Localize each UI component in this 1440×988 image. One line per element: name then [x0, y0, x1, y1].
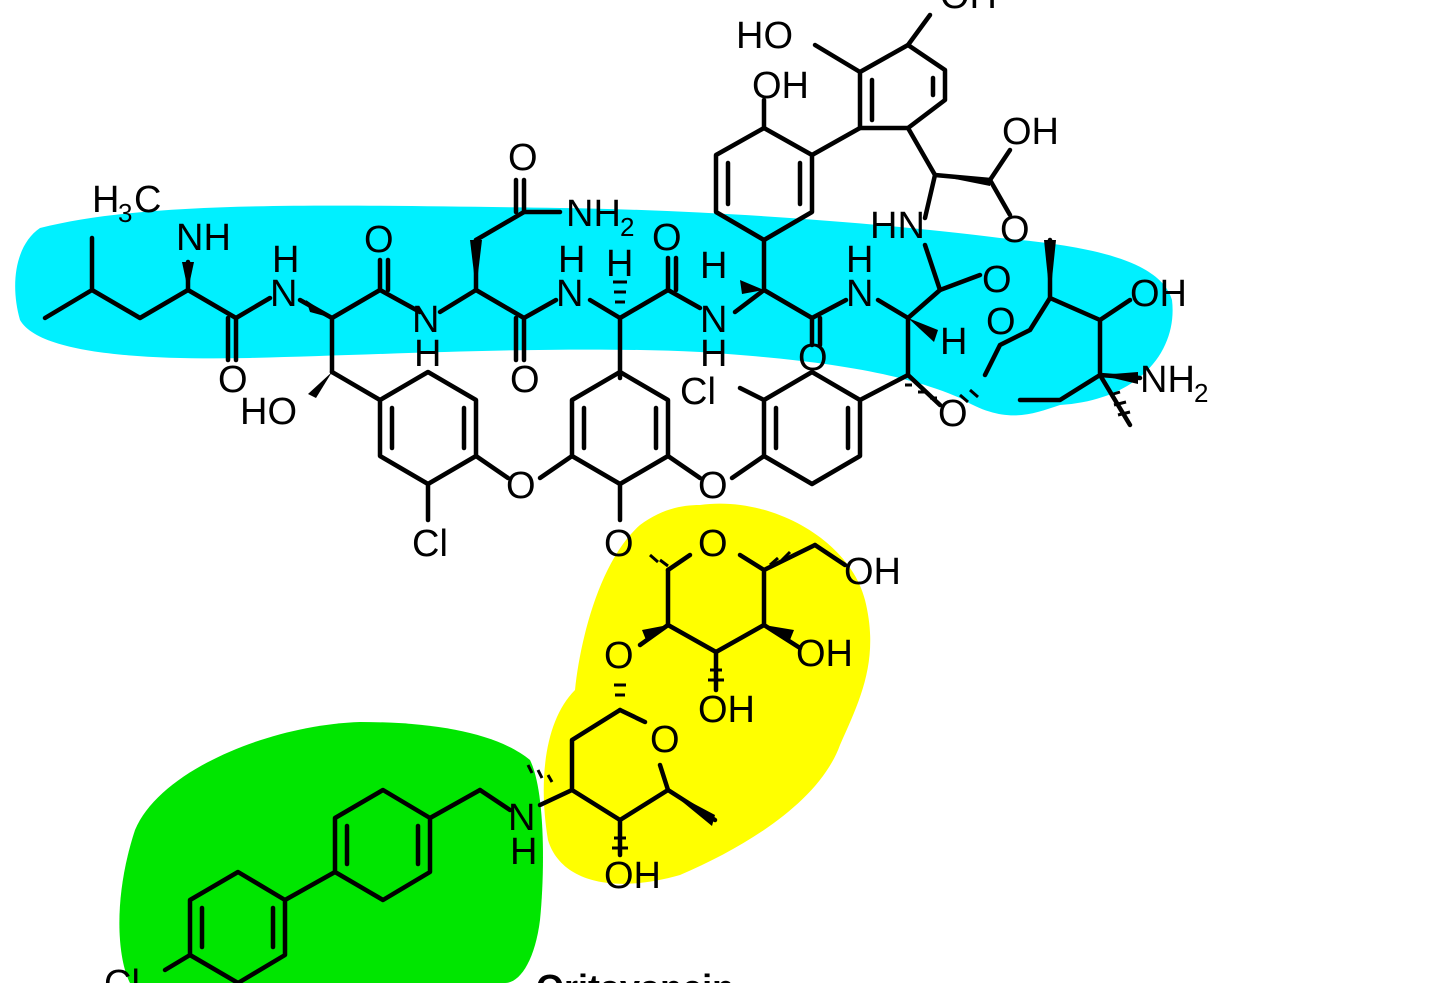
atom-h-biphenyl: H	[510, 831, 537, 873]
sidechain-highlight	[119, 722, 543, 983]
atom-o-glycoside: O	[604, 523, 634, 565]
atom-o-ether-right: O	[938, 393, 968, 435]
atom-oh-acid: OH	[1002, 111, 1059, 153]
atom-n-biphenyl: N	[508, 797, 535, 839]
biphenyl-bonds	[162, 787, 513, 986]
atom-h2: H	[414, 333, 441, 375]
atom-nh2-vanc-sub: 2	[1194, 378, 1208, 408]
atom-oh-glc-3: OH	[796, 633, 853, 675]
atom-o-acid: O	[1000, 209, 1030, 251]
atom-cl2: Cl	[680, 371, 716, 413]
atom-o4: O	[798, 337, 828, 379]
atom-h3: H	[558, 239, 585, 281]
atom-nh2-top-n: NH	[566, 193, 621, 235]
atom-o3: O	[652, 217, 682, 259]
atom-oh-glc-ch2: OH	[844, 551, 901, 593]
atom-o-glc-link: O	[604, 635, 634, 677]
atom-o-left: O	[218, 359, 248, 401]
atom-labels: H 3 C NH H N O HO Cl O N H O NH 2 O H N …	[92, 0, 1208, 988]
atom-n5: N	[846, 273, 873, 315]
atom-cl-bottom: Cl	[104, 963, 140, 983]
atom-h1: H	[272, 239, 299, 281]
atom-oh-vanc: OH	[1130, 273, 1187, 315]
atom-nh2-top-sub: 2	[620, 212, 634, 242]
atom-o-amide-bot: O	[510, 359, 540, 401]
atom-n1: N	[270, 273, 297, 315]
atom-nh-methyl: NH	[176, 217, 231, 259]
atom-n3: N	[556, 273, 583, 315]
atom-hn-acid: HN	[870, 205, 925, 247]
atom-h3c-c: C	[134, 179, 161, 221]
atom-o-ether2: O	[698, 465, 728, 507]
atom-h7: H	[940, 321, 967, 363]
atom-n2: N	[412, 299, 439, 341]
atom-h3c-h: H	[92, 179, 119, 221]
atom-h-alpha1: H	[606, 243, 633, 285]
atom-o-glc-ring: O	[698, 523, 728, 565]
atom-h6: H	[846, 239, 873, 281]
atom-oh-glc-4: OH	[698, 689, 755, 731]
stereo-hashes	[526, 280, 1131, 850]
atom-h4: H	[700, 245, 727, 287]
atom-oh-vanc2: OH	[604, 855, 661, 897]
atom-o-ether1: O	[506, 465, 536, 507]
atom-cl1: Cl	[412, 523, 448, 565]
atom-oh-top-right: OH	[940, 0, 997, 17]
atom-o-vanc2-ring: O	[650, 719, 680, 761]
atom-h3c-sub: 3	[118, 198, 132, 228]
atom-ho1: HO	[240, 391, 297, 433]
atom-h5: H	[700, 333, 727, 375]
atom-o-vanc-ring: O	[986, 301, 1016, 343]
atom-n4: N	[700, 299, 727, 341]
aromatic-rings	[329, 12, 948, 523]
sugar-highlight	[543, 503, 871, 884]
backbone-highlight	[15, 205, 1173, 416]
atom-nh2-vanc-n: NH	[1140, 359, 1195, 401]
atom-o-amide-top: O	[508, 137, 538, 179]
atom-oh-phenol-top: OH	[752, 65, 809, 107]
atom-ho-top: HO	[736, 15, 793, 57]
atom-o5: O	[982, 259, 1012, 301]
compound-name-caption: Oritavancin	[536, 967, 734, 983]
atom-o1: O	[364, 219, 394, 261]
stereo-wedges	[182, 175, 1138, 826]
